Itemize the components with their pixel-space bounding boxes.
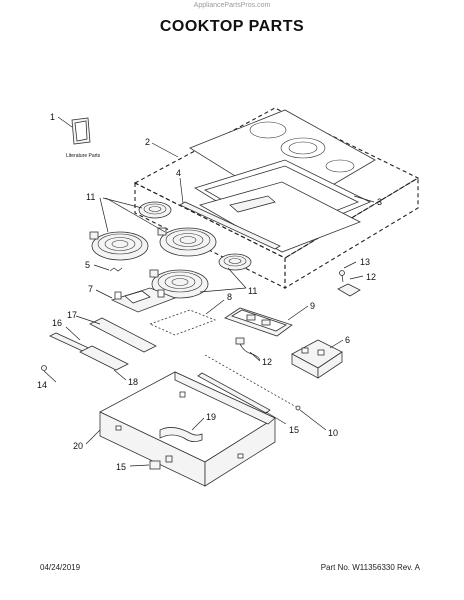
inner-bracket[interactable]	[159, 427, 203, 442]
front-bracket[interactable]	[79, 345, 129, 371]
callout-9[interactable]: 9	[310, 301, 315, 311]
surface-element-large-left[interactable]	[89, 231, 149, 261]
callout-4[interactable]: 4	[176, 168, 181, 178]
callout-17[interactable]: 15	[116, 462, 126, 472]
callout-11-lower[interactable]: 11	[248, 286, 257, 296]
callout-22[interactable]: 20	[73, 441, 83, 451]
footer-date: 04/24/2019	[40, 563, 81, 572]
surface-element-small-right[interactable]	[218, 253, 252, 271]
footer-part-number: Part No. W11356330 Rev. A	[320, 563, 420, 572]
surface-element-small-top[interactable]	[138, 201, 172, 219]
callout-1[interactable]: 1	[50, 112, 55, 122]
literature-part[interactable]: Literature Parts	[66, 117, 101, 159]
trim-strip[interactable]	[179, 201, 281, 250]
screw-14[interactable]	[339, 270, 345, 283]
literature-caption: Literature Parts	[66, 153, 101, 159]
callout-8[interactable]: 8	[227, 292, 232, 302]
rear-bracket[interactable]	[89, 317, 157, 353]
wire-harness[interactable]	[235, 337, 261, 361]
callout-16[interactable]: 15	[289, 425, 299, 435]
callout-11-upper[interactable]: 11	[86, 192, 95, 202]
watermark: AppliancePartsPros.com	[193, 2, 271, 9]
screw-15-left[interactable]	[41, 365, 47, 371]
callout-5[interactable]: 5	[85, 260, 90, 270]
surface-element-large-center[interactable]	[157, 227, 217, 257]
element-bracket[interactable]	[110, 287, 177, 313]
relay-board[interactable]	[291, 339, 343, 379]
terminal-block[interactable]	[149, 455, 173, 470]
support-rod[interactable]	[204, 354, 301, 411]
mounting-bracket[interactable]	[337, 283, 361, 297]
callout-20[interactable]: 18	[128, 377, 138, 387]
callout-13[interactable]: 12	[366, 272, 376, 282]
callout-14[interactable]: 13	[360, 257, 370, 267]
surface-element-large-bottom[interactable]	[149, 269, 209, 299]
control-board[interactable]	[224, 307, 293, 337]
callout-18[interactable]: 16	[52, 318, 62, 328]
page-title: COOKTOP PARTS	[159, 18, 305, 35]
spring-clip[interactable]	[109, 267, 123, 272]
callout-10[interactable]: 10	[328, 428, 338, 438]
cooktop-frame[interactable]	[194, 159, 371, 253]
callout-6[interactable]: 6	[345, 335, 350, 345]
callout-15-left[interactable]: 14	[37, 380, 47, 390]
callout-3[interactable]: 3	[377, 197, 382, 207]
callout-21[interactable]: 19	[206, 412, 216, 422]
callout-2[interactable]: 2	[145, 137, 150, 147]
callout-12[interactable]: 12	[262, 357, 272, 367]
burner-box[interactable]	[99, 371, 276, 487]
callout-19[interactable]: 17	[67, 310, 77, 320]
callout-7[interactable]: 7	[88, 284, 93, 294]
channel-strip[interactable]	[197, 372, 271, 414]
heat-shield-plate[interactable]	[148, 309, 217, 336]
